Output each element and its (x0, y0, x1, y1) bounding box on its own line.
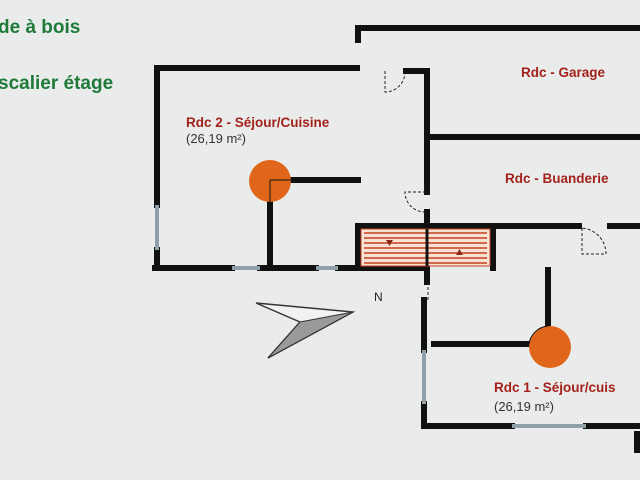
staircase-icon (360, 228, 491, 267)
door-sejour2-top-icon (384, 71, 406, 93)
room-garage-label: Rdc - Garage (521, 65, 606, 80)
room-sejour1-label: Rdc 1 - Séjour/cuis (494, 380, 616, 395)
doors (384, 71, 607, 300)
door-buanderie-icon (581, 227, 607, 255)
wall-garage-top (355, 25, 640, 43)
wall-sejour1-partition (431, 267, 551, 347)
windows (155, 205, 586, 428)
door-sejour2-east-icon (404, 191, 427, 213)
walls (152, 25, 640, 453)
wood-stove-sejour1-icon (528, 325, 571, 368)
north-label: N (374, 290, 383, 304)
room-sejour2-label: Rdc 2 - Séjour/Cuisine (186, 115, 330, 130)
wood-stove-sejour2-icon (249, 160, 291, 202)
legend-staircase: scalier étage (0, 73, 114, 94)
room-sejour1-area: (26,19 m²) (494, 399, 554, 414)
north-arrow-icon (255, 302, 356, 359)
room-sejour2-area: (26,19 m²) (186, 131, 246, 146)
room-buanderie-label: Rdc - Buanderie (505, 171, 609, 186)
legend-wood-stove: de à bois (0, 17, 81, 38)
wall-sejour2-west (154, 65, 360, 208)
